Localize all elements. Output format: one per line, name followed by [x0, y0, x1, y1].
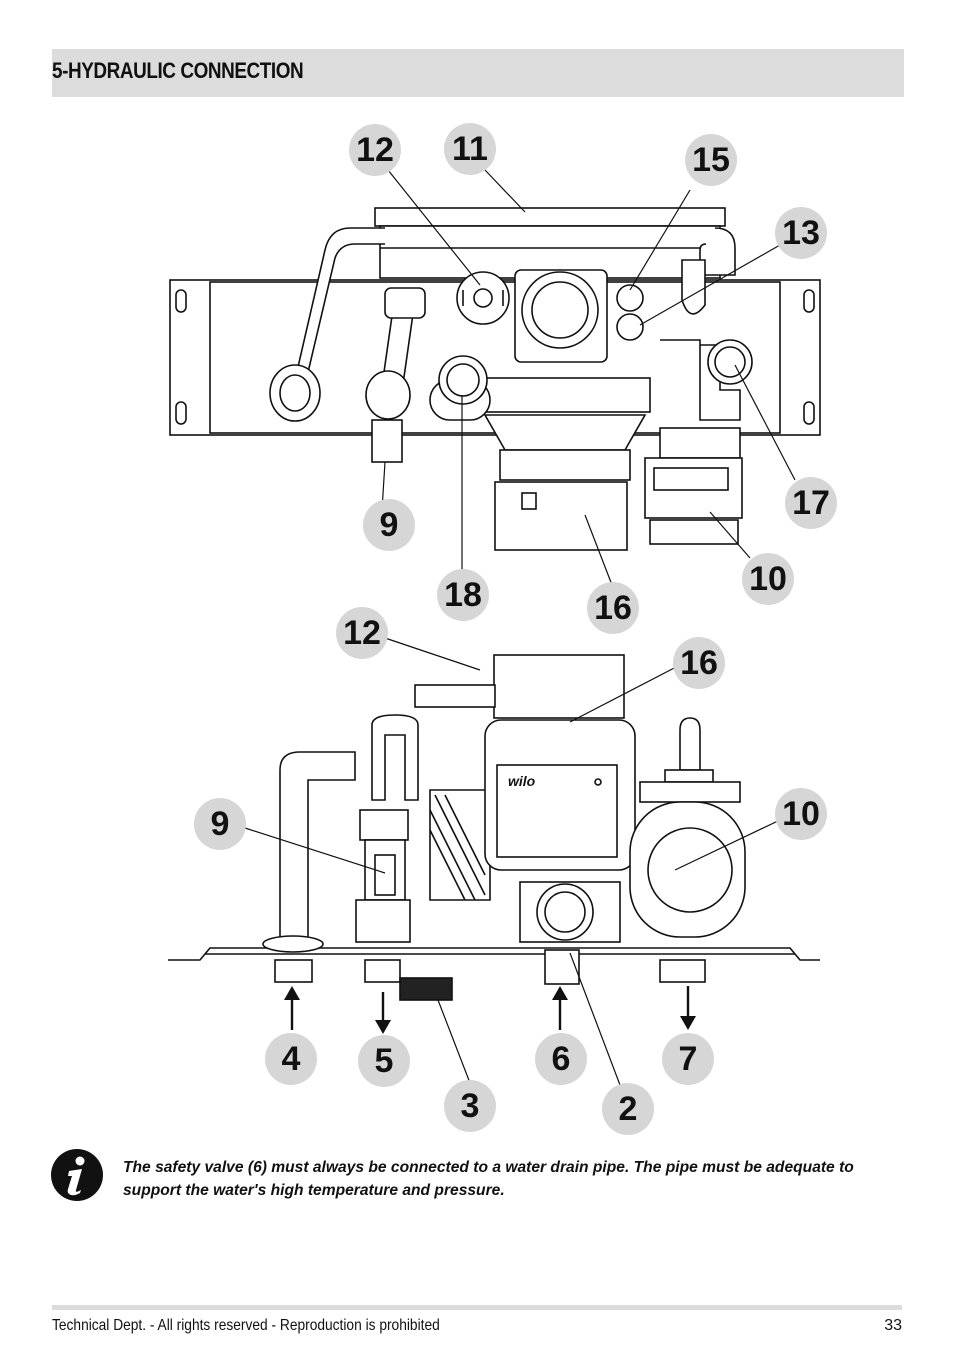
svg-text:2: 2	[619, 1090, 638, 1128]
svg-text:7: 7	[679, 1040, 698, 1078]
svg-text:10: 10	[749, 560, 787, 598]
svg-text:16: 16	[680, 644, 718, 682]
footer-divider	[52, 1305, 902, 1310]
svg-text:10: 10	[782, 795, 820, 833]
info-icon	[51, 1149, 103, 1201]
footer-copyright: Technical Dept. - All rights reserved - …	[52, 1317, 440, 1334]
callout-front-2: 2	[602, 1083, 654, 1135]
svg-text:17: 17	[792, 484, 830, 522]
callout-front-5: 5	[358, 1035, 410, 1087]
svg-text:9: 9	[211, 805, 230, 843]
svg-text:13: 13	[782, 214, 820, 252]
callout-top-12: 12	[349, 124, 401, 176]
front-view-leaders	[244, 637, 781, 1086]
callout-front-6: 6	[535, 1033, 587, 1085]
svg-text:9: 9	[380, 506, 399, 544]
callout-front-9: 9	[194, 798, 246, 850]
callout-top-13: 13	[775, 207, 827, 259]
page-number: 33	[884, 1317, 902, 1334]
callout-front-4: 4	[265, 1033, 317, 1085]
top-view-drawing	[169, 207, 821, 551]
callout-front-3: 3	[444, 1080, 496, 1132]
svg-text:18: 18	[444, 576, 482, 614]
svg-text:4: 4	[282, 1040, 301, 1078]
front-view-drawing	[168, 654, 820, 1001]
svg-text:3: 3	[461, 1087, 480, 1125]
callout-front-7: 7	[662, 1033, 714, 1085]
svg-text:6: 6	[552, 1040, 571, 1078]
pump-brand-label: wilo	[508, 773, 536, 789]
safety-note: The safety valve (6) must always be conn…	[123, 1159, 854, 1199]
callout-front-12: 12	[336, 607, 388, 659]
callout-front-16: 16	[673, 637, 725, 689]
callout-top-18: 18	[437, 569, 489, 621]
callout-top-15: 15	[685, 134, 737, 186]
svg-text:5: 5	[375, 1042, 394, 1080]
svg-text:12: 12	[343, 614, 381, 652]
connection-arrows	[284, 986, 696, 1034]
svg-text:15: 15	[692, 141, 730, 179]
callout-top-11: 11	[444, 123, 496, 175]
callout-top-17: 17	[785, 477, 837, 529]
section-title: 5-HYDRAULIC CONNECTION	[52, 58, 304, 83]
callout-top-9: 9	[363, 499, 415, 551]
top-view-leaders	[381, 169, 796, 586]
svg-text:11: 11	[452, 130, 488, 168]
callout-front-10: 10	[775, 788, 827, 840]
callout-top-16: 16	[587, 582, 639, 634]
section-header-bar	[52, 49, 904, 97]
svg-text:16: 16	[594, 589, 632, 627]
callout-top-10: 10	[742, 553, 794, 605]
svg-text:12: 12	[356, 131, 394, 169]
